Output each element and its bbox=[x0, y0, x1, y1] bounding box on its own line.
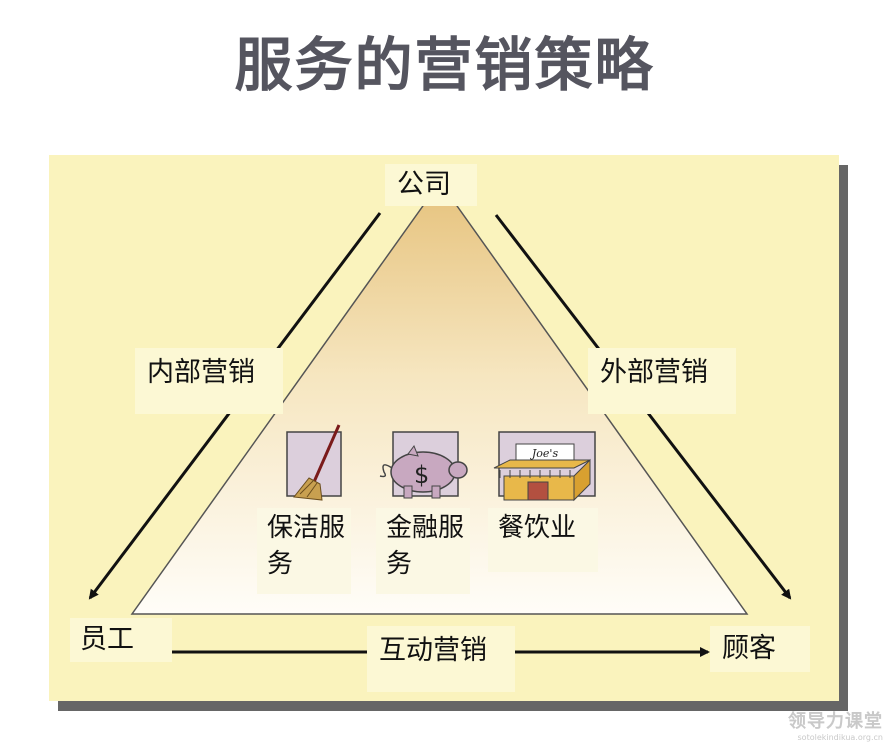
example-restaurant-label: 餐饮业 bbox=[488, 508, 598, 572]
node-customer: 顾客 bbox=[710, 626, 810, 672]
example-finance-label: 金融服务 bbox=[376, 508, 470, 594]
node-employee: 员工 bbox=[70, 618, 172, 662]
page-title: 服务的营销策略 bbox=[234, 31, 655, 99]
edge-external-marketing: 外部营销 bbox=[588, 348, 736, 414]
edge-interactive-marketing: 互动营销 bbox=[367, 626, 515, 692]
watermark-line1: 领导力课堂 bbox=[788, 711, 883, 732]
broom-icon bbox=[286, 424, 342, 501]
restaurant-icon: Joe's bbox=[493, 431, 596, 502]
restaurant-sign-text: Joe's bbox=[530, 447, 559, 460]
example-cleaning-label: 保洁服务 bbox=[257, 508, 351, 594]
watermark-line2: sotolekindikua.org.cn bbox=[797, 733, 884, 742]
piggy-bank-icon: $ bbox=[379, 431, 468, 499]
svg-text:$: $ bbox=[414, 461, 429, 489]
watermark: 领导力课堂 sotolekindikua.org.cn bbox=[788, 707, 883, 742]
node-company: 公司 bbox=[385, 164, 477, 206]
edge-internal-marketing: 内部营销 bbox=[135, 348, 283, 414]
